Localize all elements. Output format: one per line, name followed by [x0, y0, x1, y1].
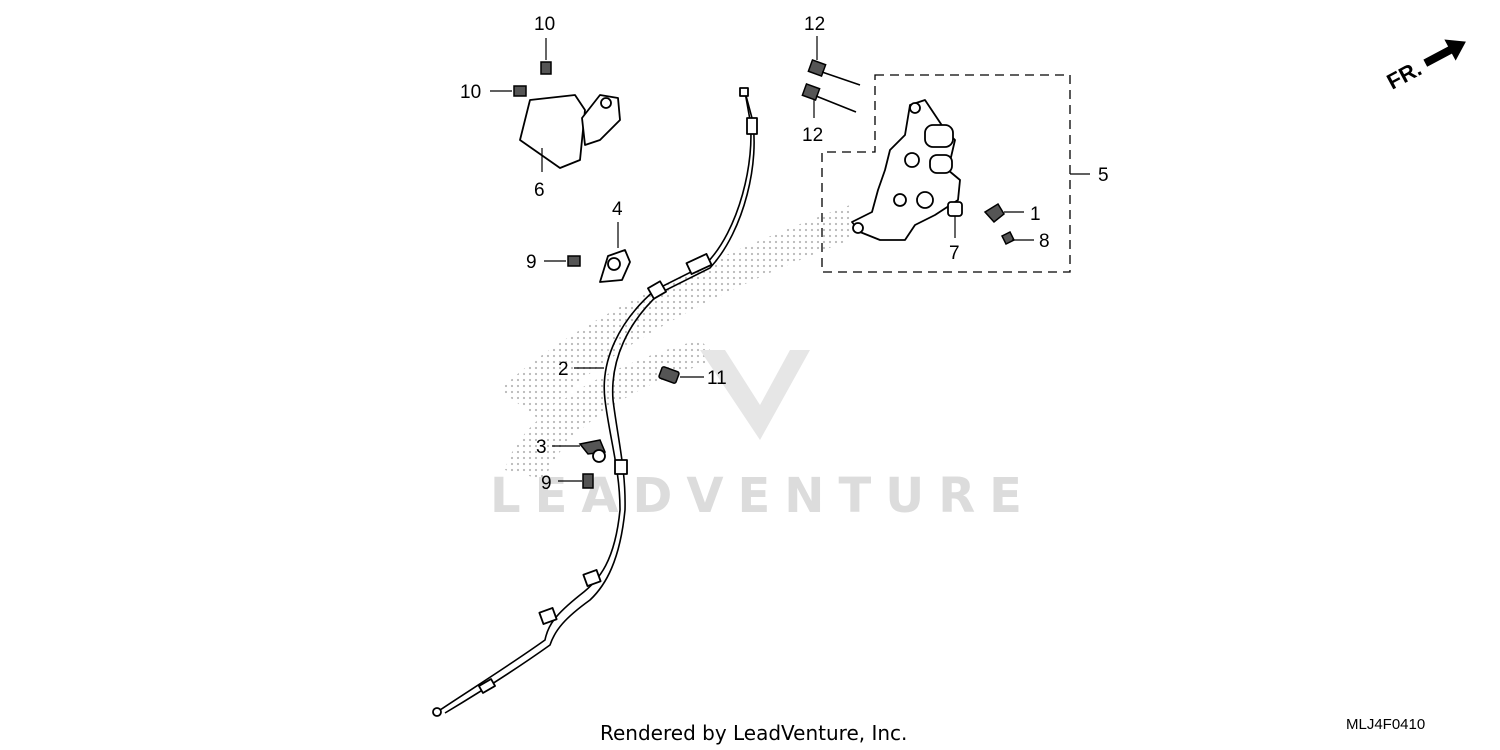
holder-clip-shape [592, 449, 606, 463]
cable-main-line [439, 91, 752, 711]
clamp-hole-shape [607, 257, 621, 271]
cable-grommet-mid [614, 459, 628, 475]
screw-part-10-side [513, 85, 527, 97]
watermark-wing-shape [500, 205, 850, 420]
screw-part-9-lower [582, 473, 594, 489]
lever-hole-shape [904, 152, 920, 168]
watermark-v-shape [700, 350, 810, 440]
lever-pivot-shape [924, 124, 954, 148]
screw-part-9-upper [567, 255, 581, 267]
assembly-box [821, 74, 1071, 273]
cover-tab-hole-shape [600, 97, 612, 109]
callout-9-lower: 9 [541, 473, 552, 494]
callout-12-lower: 12 [802, 125, 823, 146]
lever-top-hole-shape [909, 102, 921, 114]
callout-7: 7 [949, 243, 960, 264]
cable-sleeve-upper [685, 253, 713, 275]
callout-4: 4 [612, 199, 623, 220]
collar-part-7 [947, 201, 963, 217]
cable-end-lower [432, 707, 442, 717]
cover-tab-shape [581, 94, 621, 146]
callout-2: 2 [558, 359, 569, 380]
cable-grommet-lower [582, 569, 602, 587]
callout-5: 5 [1098, 165, 1109, 186]
callout-11: 11 [707, 368, 727, 389]
lever-ratchet-shape [916, 191, 934, 209]
callout-10-side: 10 [460, 82, 481, 103]
callout-1: 1 [1030, 204, 1041, 225]
cover-body-shape [519, 94, 586, 169]
callout-6: 6 [534, 180, 545, 201]
front-direction-marker: FR. [1383, 39, 1466, 95]
cable-outer-line [444, 91, 755, 714]
nut-part-8 [1000, 230, 1016, 246]
clip-part-1 [983, 202, 1005, 224]
cable-end-upper [739, 87, 749, 97]
callout-9-upper: 9 [526, 252, 537, 273]
callout-10-upper: 10 [534, 14, 555, 35]
lever-cover-part-6 [519, 94, 621, 169]
callout-12-upper: 12 [804, 14, 825, 35]
bolt-part-12-upper [807, 59, 861, 86]
cable-adjuster-lower [478, 678, 496, 694]
callout-8: 8 [1039, 231, 1050, 252]
cable-grommet-upper [647, 280, 667, 300]
callout-3: 3 [536, 437, 547, 458]
screw-part-10-upper [540, 61, 552, 75]
lever-end-hole-shape [852, 222, 864, 234]
cable-adjuster-upper [746, 117, 758, 135]
cable-grommet-bottom [538, 607, 558, 625]
watermark-text: LEADVENTURE [490, 468, 1036, 524]
direction-label: FR. [1383, 56, 1426, 95]
credit-text: Rendered by LeadVenture, Inc. [600, 721, 907, 745]
clip-part-11 [658, 366, 680, 384]
diagram-code: MLJ4F0410 [1346, 716, 1425, 733]
lever-boss-shape [929, 154, 953, 174]
bolt-part-12-lower [801, 83, 857, 113]
arrow-right-icon [1423, 39, 1466, 67]
brake-lever-assembly [851, 99, 961, 241]
brake-cable-part-2 [432, 87, 758, 717]
lever-hole-lower-shape [893, 193, 907, 207]
